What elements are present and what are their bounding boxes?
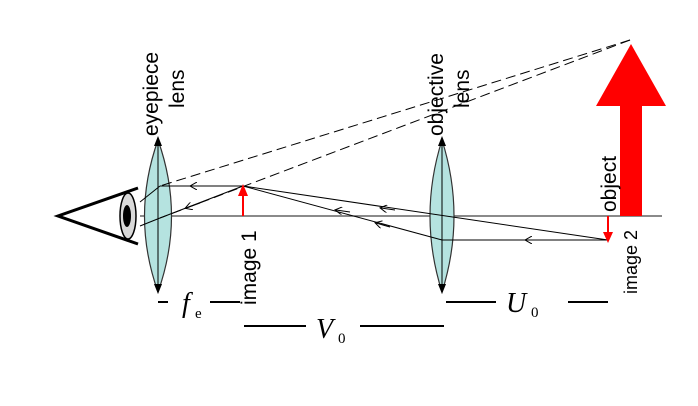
fe-dimension: f e (158, 288, 240, 322)
object-label: object (598, 156, 621, 212)
eyepiece-label-line2: lens (166, 69, 189, 108)
vo-dimension: V 0 (244, 314, 444, 347)
vo-subscript: 0 (338, 331, 346, 347)
image1-label: image 1 (238, 230, 261, 305)
image1-arrow (238, 184, 248, 216)
uo-subscript: 0 (531, 305, 539, 321)
fe-subscript: e (195, 306, 202, 322)
light-rays (139, 186, 609, 240)
object-arrow (603, 216, 613, 243)
virtual-rays (159, 39, 631, 219)
uo-symbol: U (506, 288, 528, 319)
vo-symbol: V (316, 314, 336, 345)
fe-symbol: f (182, 288, 193, 319)
objective-label-line2: lens (451, 69, 474, 108)
image2-arrow (596, 44, 666, 216)
image2-label: image 2 (621, 230, 641, 294)
uo-dimension: U 0 (446, 288, 608, 321)
objective-label-line1: objective (425, 53, 448, 136)
eye-icon (53, 186, 139, 246)
eyepiece-lens (143, 136, 173, 294)
eyepiece-label-line1: eyepiece (140, 52, 163, 136)
